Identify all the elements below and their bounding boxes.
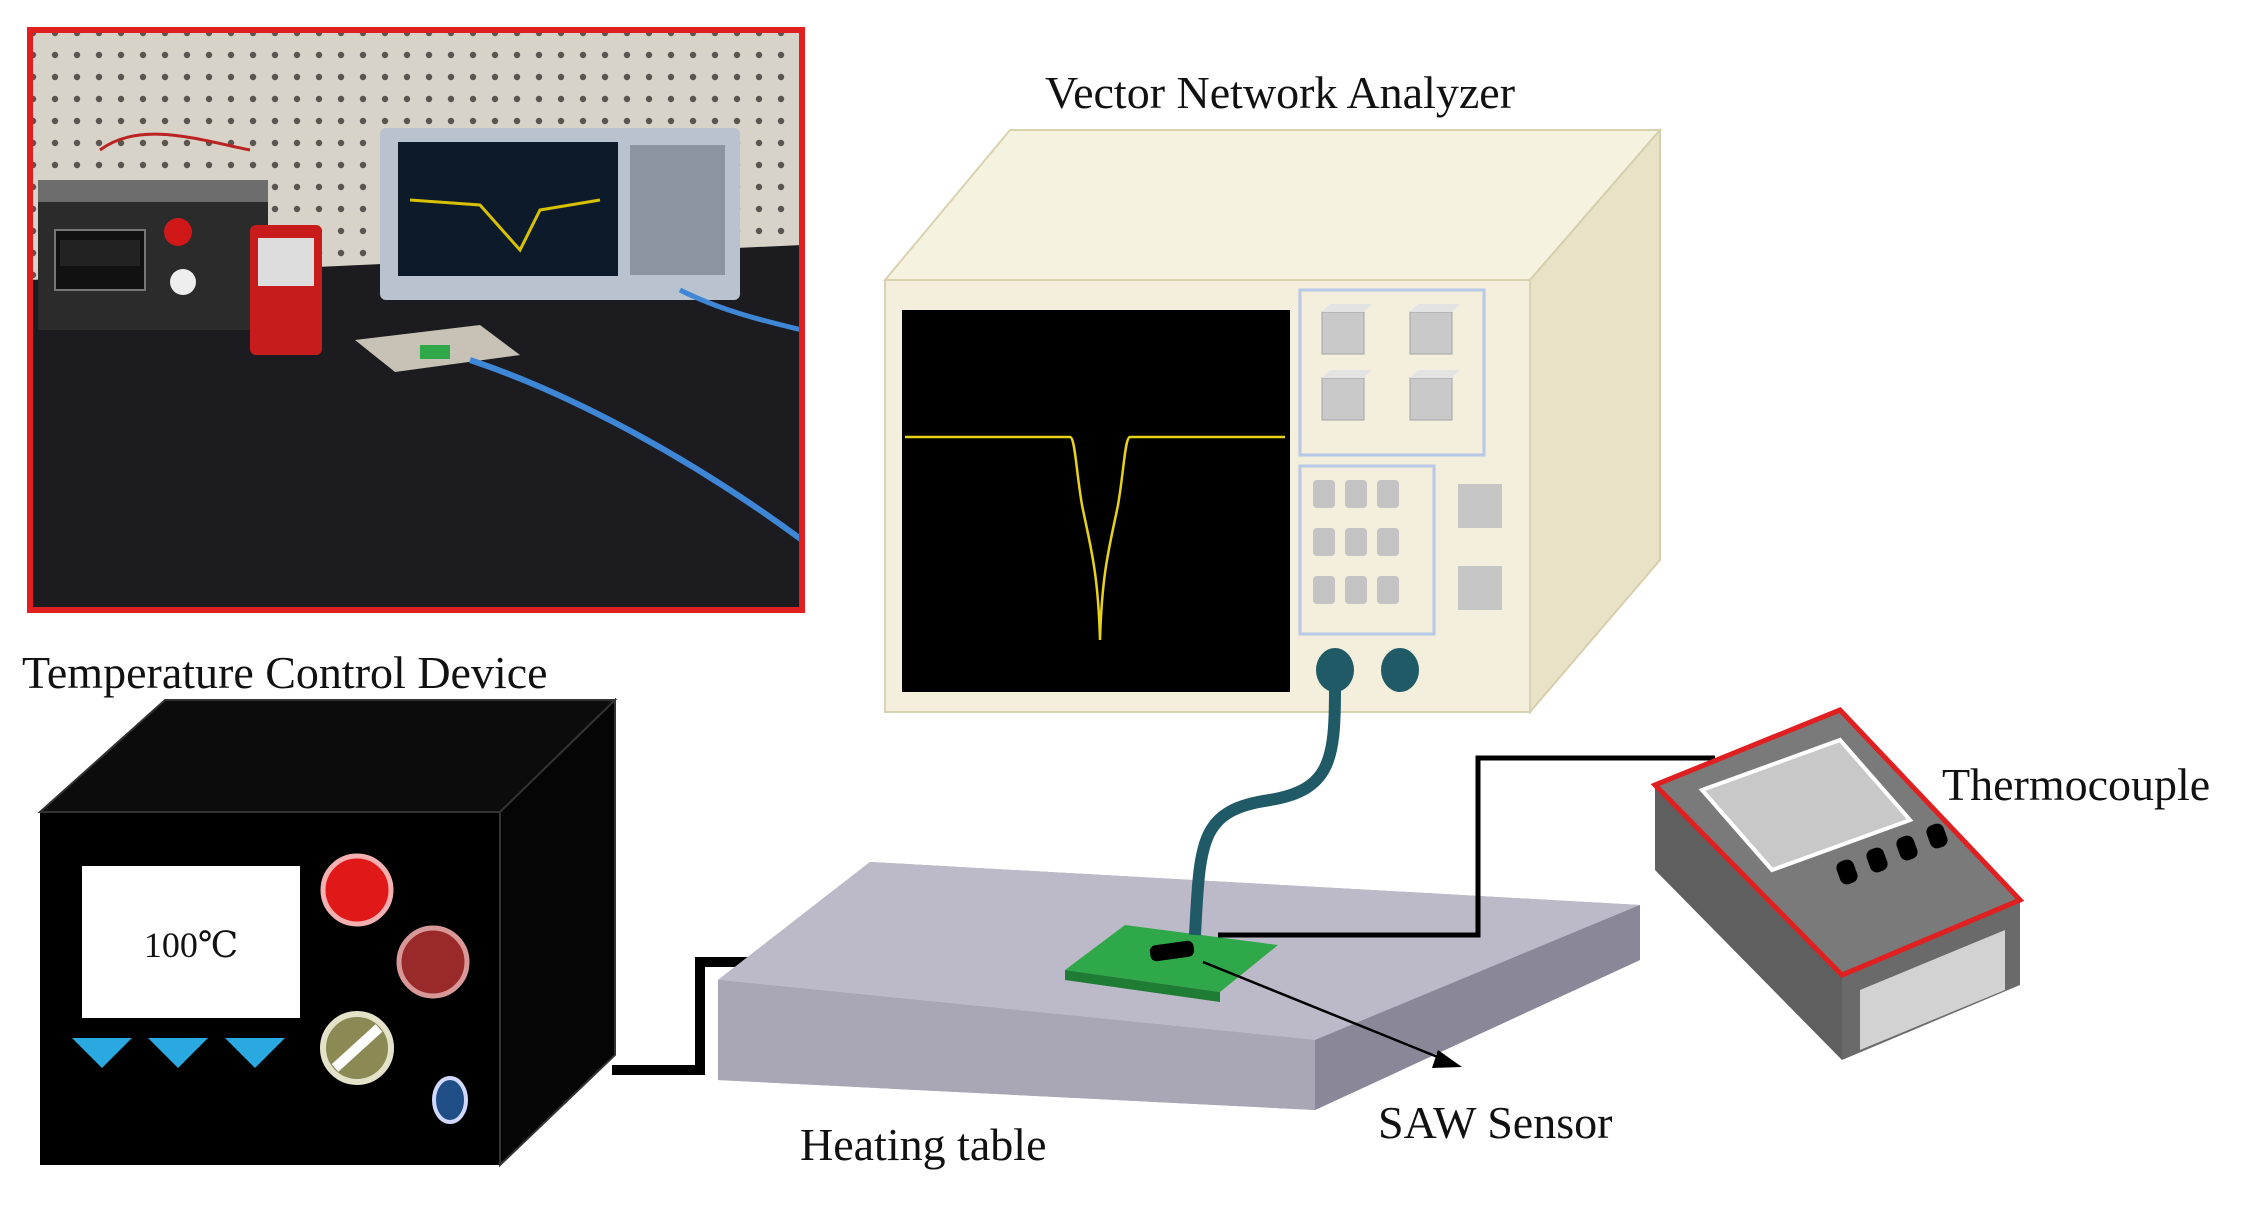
thermo-button[interactable] bbox=[1864, 846, 1889, 875]
temp-display-value: 100℃ bbox=[144, 925, 238, 965]
lab-photo bbox=[27, 27, 805, 613]
down-arrow-icon[interactable] bbox=[72, 1038, 132, 1068]
vna-side-button[interactable] bbox=[1458, 484, 1502, 528]
port-icon bbox=[1316, 648, 1354, 692]
indicator-light bbox=[432, 1076, 468, 1124]
thermo-button[interactable] bbox=[1834, 858, 1859, 887]
vna-side-button[interactable] bbox=[1458, 566, 1502, 610]
thermo-screen bbox=[1698, 737, 1914, 873]
down-arrow-icon[interactable] bbox=[148, 1038, 208, 1068]
down-arrow-icon[interactable] bbox=[225, 1038, 285, 1068]
thermocouple-wire bbox=[1218, 755, 1715, 938]
vna-button[interactable] bbox=[1321, 377, 1365, 421]
screen-trace bbox=[905, 435, 1285, 641]
port-icon bbox=[1381, 648, 1419, 692]
temp-display bbox=[82, 866, 300, 1018]
knob-red-icon[interactable] bbox=[320, 853, 394, 927]
vna-label: Vector Network Analyzer bbox=[1045, 67, 1515, 118]
vector-network-analyzer: Vector Network Analyzer bbox=[882, 67, 1663, 715]
vna-button[interactable] bbox=[1321, 311, 1365, 355]
thermo-button[interactable] bbox=[1924, 822, 1949, 851]
heating-table-label: Heating table bbox=[800, 1119, 1047, 1170]
saw-sensor: SAW Sensor bbox=[1065, 925, 1612, 1148]
vna-keypad[interactable] bbox=[1313, 480, 1399, 604]
vna-screen bbox=[902, 310, 1290, 692]
photo-border bbox=[27, 27, 805, 613]
temperature-control-device: Temperature Control Device 100℃ bbox=[22, 647, 618, 1168]
vna-button[interactable] bbox=[1409, 311, 1453, 355]
temp-device-label: Temperature Control Device bbox=[22, 647, 548, 698]
thermocouple: Thermocouple bbox=[1650, 707, 2210, 1060]
thermo-button[interactable] bbox=[1894, 834, 1919, 863]
coax-cable bbox=[1189, 689, 1341, 936]
thermocouple-label: Thermocouple bbox=[1942, 759, 2210, 810]
knob-dark-red-icon[interactable] bbox=[396, 925, 470, 999]
vna-button[interactable] bbox=[1409, 377, 1453, 421]
saw-sensor-label: SAW Sensor bbox=[1378, 1097, 1612, 1148]
